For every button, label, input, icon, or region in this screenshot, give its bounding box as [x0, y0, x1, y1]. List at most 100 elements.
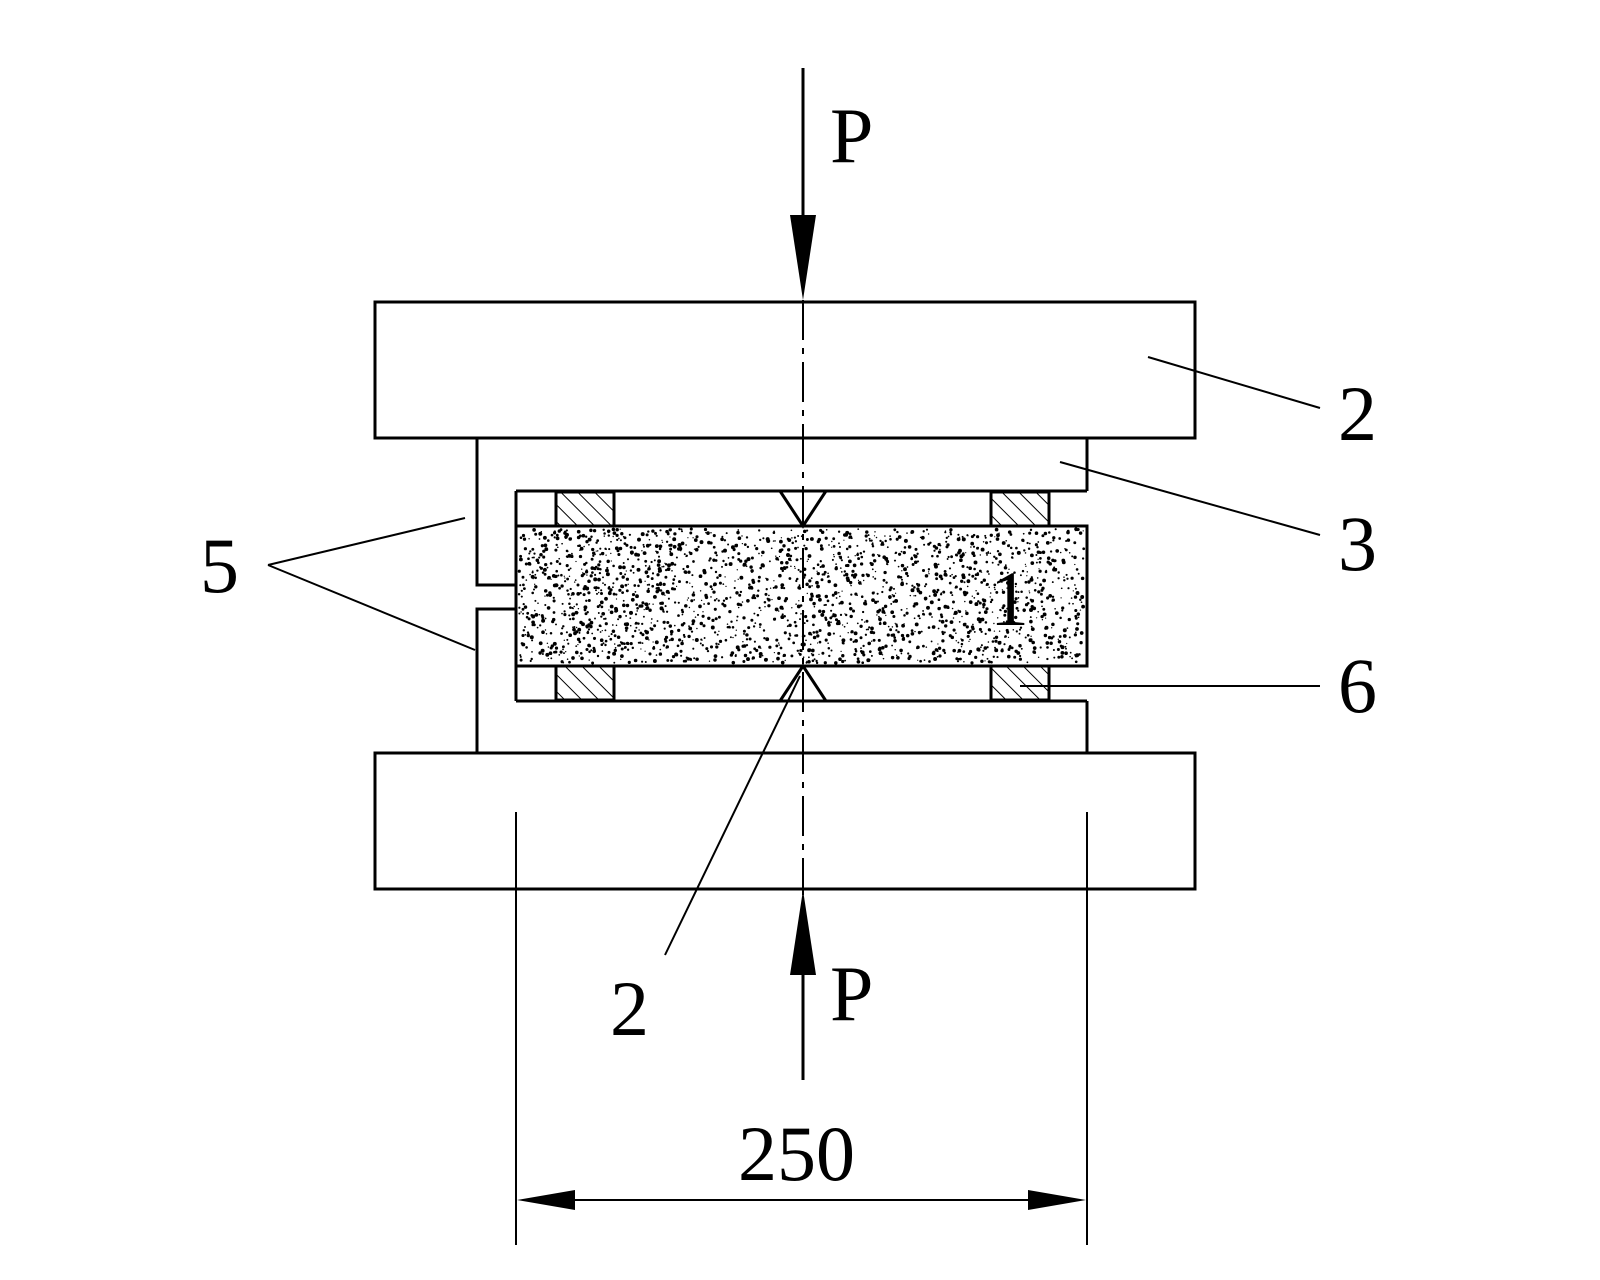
speckle-dot: [728, 609, 732, 614]
speckle-dot: [772, 660, 774, 663]
speckle-dot: [885, 559, 890, 564]
speckle-dot: [724, 638, 728, 642]
speckle-dot: [1008, 568, 1010, 571]
speckle-dot: [833, 555, 835, 558]
speckle-dot: [672, 578, 676, 581]
speckle-dot: [830, 621, 832, 624]
speckle-dot: [961, 564, 965, 568]
speckle-dot: [871, 598, 875, 602]
speckle-dot: [538, 613, 541, 616]
speckle-dot: [1060, 597, 1062, 599]
speckle-dot: [781, 607, 784, 610]
speckle-dot: [717, 643, 720, 646]
speckle-dot: [934, 564, 938, 569]
speckle-dot: [559, 650, 563, 654]
speckle-dot: [807, 558, 810, 561]
speckle-dot: [1049, 641, 1053, 645]
speckle-dot: [1060, 655, 1064, 659]
speckle-dot: [1079, 609, 1082, 611]
speckle-dot: [560, 573, 563, 577]
speckle-dot: [664, 563, 668, 566]
speckle-dot: [788, 577, 792, 580]
speckle-dot: [731, 660, 736, 665]
speckle-dot: [746, 557, 751, 562]
speckle-dot: [1071, 555, 1074, 558]
speckle-dot: [594, 565, 598, 569]
speckle-dot: [997, 640, 1002, 645]
speckle-dot: [704, 582, 708, 586]
speckle-dot: [955, 640, 958, 642]
speckle-dot: [520, 611, 522, 613]
speckle-dot: [757, 589, 760, 592]
speckle-dot: [600, 615, 603, 618]
speckle-dot: [571, 552, 573, 555]
speckle-dot: [665, 610, 669, 613]
speckle-dot: [1052, 536, 1056, 540]
speckle-dot: [942, 648, 946, 653]
speckle-dot: [543, 543, 548, 548]
speckle-dot: [712, 583, 716, 587]
speckle-dot: [870, 654, 873, 657]
speckle-dot: [1014, 597, 1018, 601]
speckle-dot: [562, 648, 564, 651]
speckle-dot: [716, 576, 719, 579]
speckle-dot: [1007, 530, 1012, 534]
speckle-dot: [715, 645, 719, 649]
speckle-dot: [587, 591, 591, 595]
speckle-dot: [1067, 617, 1071, 622]
speckle-dot: [1066, 538, 1071, 542]
speckle-dot: [1026, 541, 1029, 545]
speckle-dot: [971, 551, 975, 556]
speckle-dot: [692, 639, 694, 641]
speckle-dot: [715, 554, 718, 557]
label-load-top: P: [830, 92, 873, 179]
speckle-dot: [534, 609, 536, 612]
load-arrow-top-head: [790, 215, 816, 300]
speckle-dot: [963, 661, 965, 663]
speckle-dot: [987, 551, 990, 554]
speckle-dot: [918, 617, 921, 620]
speckle-dot: [604, 629, 607, 632]
speckle-dot: [944, 624, 948, 628]
speckle-dot: [717, 615, 721, 619]
speckle-dot: [936, 588, 940, 592]
speckle-dot: [563, 580, 567, 583]
speckle-dot: [907, 652, 910, 655]
speckle-dot: [1053, 656, 1056, 659]
speckle-dot: [729, 636, 732, 639]
speckle-dot: [520, 642, 524, 645]
speckle-dot: [963, 581, 966, 584]
speckle-dot: [592, 646, 596, 650]
speckle-dot: [929, 600, 934, 605]
speckle-dot: [1003, 613, 1007, 617]
speckle-dot: [1072, 602, 1074, 605]
speckle-dot: [669, 552, 674, 557]
speckle-dot: [667, 591, 671, 595]
speckle-dot: [541, 630, 545, 635]
speckle-dot: [638, 578, 642, 582]
speckle-dot: [965, 611, 969, 616]
speckle-dot: [652, 603, 654, 605]
speckle-dot: [549, 632, 553, 635]
speckle-dot: [578, 640, 582, 644]
speckle-dot: [623, 542, 627, 545]
speckle-dot: [723, 548, 727, 553]
speckle-dot: [1073, 555, 1077, 560]
speckle-dot: [1059, 551, 1062, 554]
speckle-dot: [564, 577, 566, 579]
speckle-dot: [596, 605, 600, 609]
speckle-dot: [587, 579, 591, 584]
speckle-dot: [984, 541, 989, 545]
speckle-dot: [919, 659, 922, 663]
speckle-dot: [668, 639, 671, 642]
leader-3: [1059, 461, 1321, 536]
speckle-dot: [757, 575, 761, 579]
speckle-dot: [573, 581, 576, 583]
speckle-dot: [669, 547, 673, 551]
speckle-dot: [994, 635, 999, 640]
speckle-dot: [593, 577, 598, 582]
speckle-dot: [831, 603, 835, 607]
speckle-dot: [610, 560, 612, 562]
speckle-dot: [812, 601, 816, 606]
speckle-dot: [882, 657, 885, 660]
